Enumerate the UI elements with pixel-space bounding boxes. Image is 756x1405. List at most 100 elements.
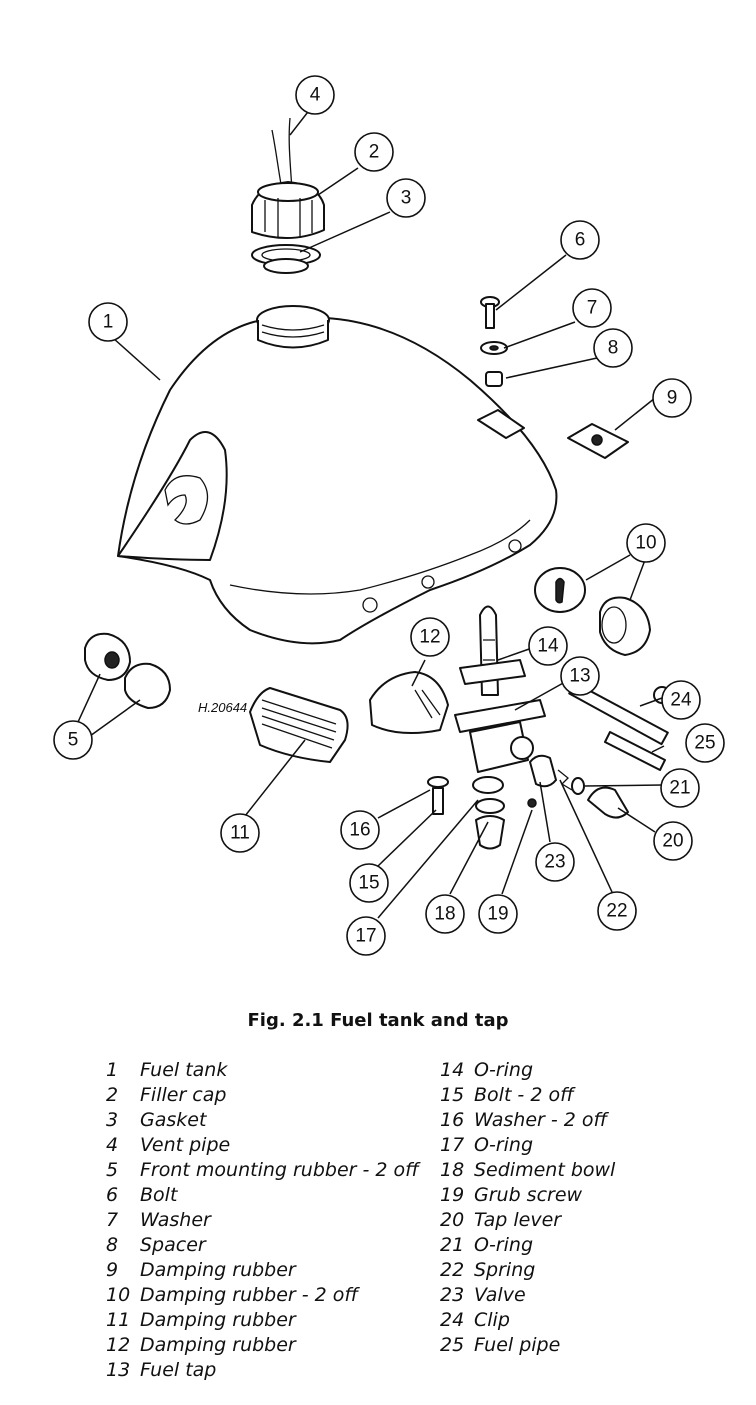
callout-23: 23 bbox=[535, 842, 575, 882]
figure-caption: Fig. 2.1 Fuel tank and tap bbox=[247, 1010, 509, 1031]
legend-item-10: 10 Damping rubber - 2 off bbox=[106, 1283, 419, 1308]
filler-cap bbox=[251, 181, 325, 240]
legend-number: 1 bbox=[106, 1059, 119, 1081]
callout-2: 2 bbox=[354, 132, 394, 172]
legend-number: 12 bbox=[106, 1334, 131, 1356]
callout-21: 21 bbox=[660, 768, 700, 808]
fuel-tap bbox=[454, 605, 546, 794]
damping-rubber-11 bbox=[249, 687, 349, 763]
legend-number: 15 bbox=[440, 1084, 465, 1106]
svg-text:2: 2 bbox=[369, 142, 380, 163]
legend-label: Valve bbox=[474, 1284, 526, 1306]
legend-item-6: 6 Bolt bbox=[106, 1183, 419, 1208]
svg-text:8: 8 bbox=[608, 338, 619, 359]
legend-label: Spring bbox=[474, 1259, 536, 1281]
svg-text:19: 19 bbox=[487, 904, 508, 925]
legend-number: 3 bbox=[106, 1109, 119, 1131]
callout-5: 5 bbox=[53, 720, 93, 760]
callout-7: 7 bbox=[572, 288, 612, 328]
callout-16: 16 bbox=[340, 810, 380, 850]
leader-lines bbox=[77, 107, 665, 919]
callout-13: 13 bbox=[560, 656, 600, 696]
legend-label: O-ring bbox=[474, 1234, 534, 1256]
legend-label: O-ring bbox=[474, 1134, 534, 1156]
svg-text:14: 14 bbox=[537, 636, 559, 657]
legend-label: Front mounting rubber - 2 off bbox=[140, 1159, 419, 1181]
legend-number: 18 bbox=[440, 1159, 465, 1181]
legend-number: 14 bbox=[440, 1059, 465, 1081]
svg-text:23: 23 bbox=[544, 852, 565, 873]
legend-label: Clip bbox=[474, 1309, 510, 1331]
legend-number: 22 bbox=[440, 1259, 465, 1281]
legend-label: Tap lever bbox=[474, 1209, 562, 1231]
svg-text:6: 6 bbox=[575, 230, 586, 251]
callout-12: 12 bbox=[410, 617, 450, 657]
legend-number: 16 bbox=[440, 1109, 465, 1131]
callout-3: 3 bbox=[386, 178, 426, 218]
legend-number: 6 bbox=[106, 1184, 119, 1206]
svg-text:20: 20 bbox=[662, 831, 683, 852]
callout-10: 10 bbox=[626, 523, 666, 563]
svg-text:9: 9 bbox=[667, 388, 678, 409]
legend-number: 17 bbox=[440, 1134, 465, 1156]
legend-label: Washer bbox=[140, 1209, 211, 1231]
legend-label: Sediment bowl bbox=[474, 1159, 616, 1181]
legend-label: O-ring bbox=[474, 1059, 534, 1081]
callout-20: 20 bbox=[653, 821, 693, 861]
legend-label: Fuel pipe bbox=[474, 1334, 561, 1356]
legend-item-18: 18 Sediment bowl bbox=[440, 1158, 615, 1183]
legend-label: Fuel tank bbox=[140, 1059, 228, 1081]
svg-text:10: 10 bbox=[635, 533, 656, 554]
legend-item-21: 21 O-ring bbox=[440, 1233, 615, 1258]
svg-text:1: 1 bbox=[103, 312, 114, 333]
legend-number: 10 bbox=[106, 1284, 131, 1306]
legend-item-17: 17 O-ring bbox=[440, 1133, 615, 1158]
drawing-reference: H.20644 bbox=[198, 700, 247, 715]
callout-25: 25 bbox=[685, 723, 725, 763]
legend-number: 13 bbox=[106, 1359, 131, 1381]
callout-8: 8 bbox=[593, 328, 633, 368]
legend-number: 25 bbox=[440, 1334, 465, 1356]
fuel-tank bbox=[117, 305, 558, 645]
callout-11: 11 bbox=[220, 813, 260, 853]
svg-text:13: 13 bbox=[569, 666, 590, 687]
front-mounting-rubbers bbox=[84, 632, 171, 709]
legend-number: 11 bbox=[106, 1309, 131, 1331]
svg-text:4: 4 bbox=[310, 85, 321, 106]
small-parts bbox=[427, 681, 671, 850]
legend-item-22: 22 Spring bbox=[440, 1258, 615, 1283]
callout-17: 17 bbox=[346, 916, 386, 956]
svg-text:17: 17 bbox=[355, 926, 376, 947]
legend-label: Washer - 2 off bbox=[474, 1109, 608, 1131]
legend-label: Damping rubber - 2 off bbox=[140, 1284, 359, 1306]
damping-rubber-12 bbox=[369, 671, 449, 734]
exploded-diagram: H.20644 4 2 3 1 6 7 8 9 10 5 bbox=[53, 75, 725, 956]
svg-text:11: 11 bbox=[230, 823, 250, 844]
legend-number: 21 bbox=[440, 1234, 465, 1256]
legend-label: Grub screw bbox=[474, 1184, 583, 1206]
svg-text:21: 21 bbox=[669, 778, 690, 799]
legend-label: Vent pipe bbox=[140, 1134, 231, 1156]
legend-label: Damping rubber bbox=[140, 1259, 296, 1281]
callout-4: 4 bbox=[295, 75, 335, 115]
legend-label: Bolt bbox=[140, 1184, 178, 1206]
legend-number: 5 bbox=[106, 1159, 119, 1181]
callout-24: 24 bbox=[661, 680, 701, 720]
svg-text:24: 24 bbox=[670, 690, 692, 711]
damping-rubber-10 bbox=[534, 567, 651, 656]
legend-label: Spacer bbox=[140, 1234, 206, 1256]
svg-text:7: 7 bbox=[587, 298, 598, 319]
legend-item-1: 1 Fuel tank bbox=[106, 1058, 419, 1083]
legend-label: Filler cap bbox=[140, 1084, 227, 1106]
